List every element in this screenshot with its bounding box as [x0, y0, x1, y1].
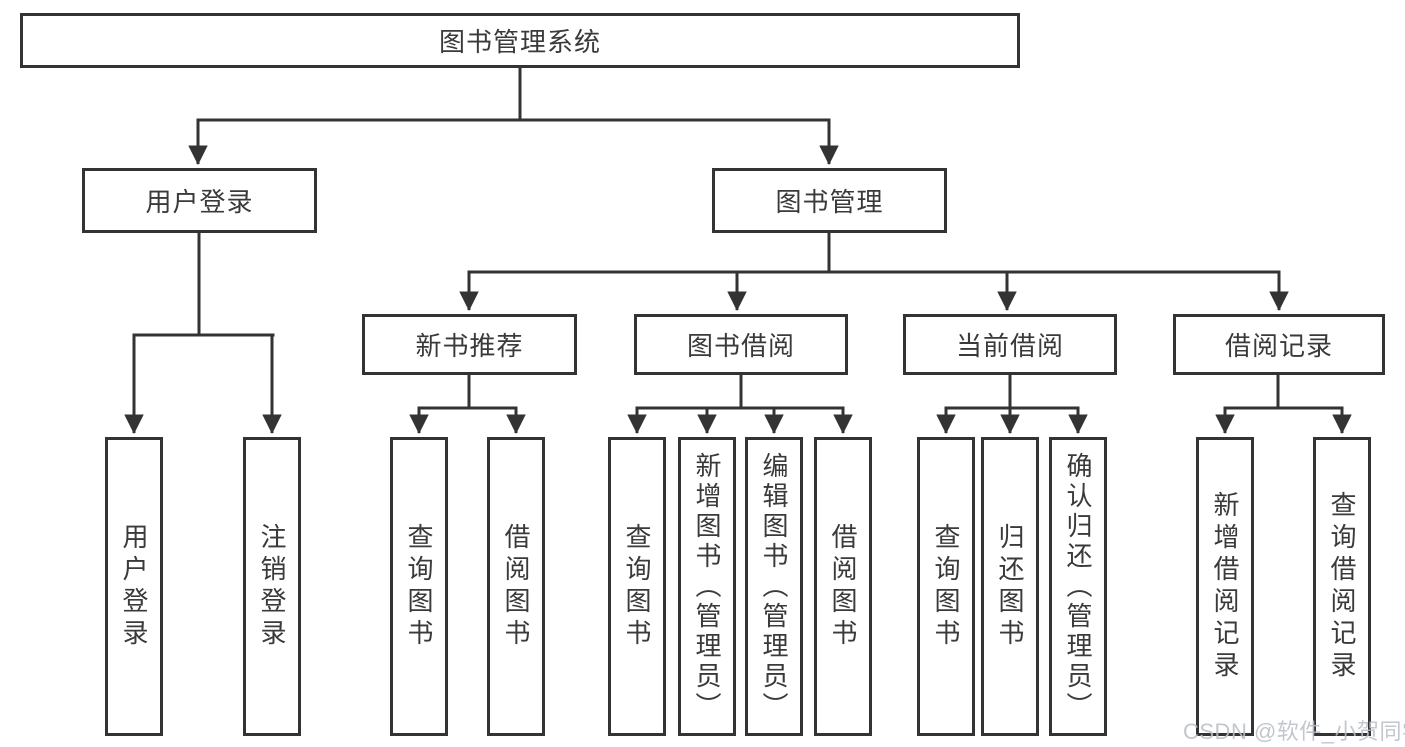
leaf-label: 新增借阅记录 [1210, 490, 1240, 683]
node-book-management: 图书管理 [712, 168, 947, 233]
leaf-label: 新增图书（管理员） [692, 451, 722, 722]
leaf-query-book-1: 查询图书 [390, 437, 448, 736]
leaf-add-book-admin: 新增图书（管理员） [678, 437, 736, 736]
leaf-borrow-book-2: 借阅图书 [814, 437, 872, 736]
leaf-user-login: 用户登录 [105, 437, 163, 736]
node-root-system: 图书管理系统 [20, 13, 1020, 68]
leaf-borrow-book-1: 借阅图书 [487, 437, 545, 736]
leaf-label: 借阅图书 [828, 522, 858, 651]
leaf-label: 查询图书 [931, 522, 961, 651]
leaf-label: 确认归还（管理员） [1063, 451, 1093, 722]
leaf-label: 查询借阅记录 [1327, 490, 1357, 683]
leaf-label: 查询图书 [404, 522, 434, 651]
leaf-edit-book-admin: 编辑图书（管理员） [745, 437, 803, 736]
leaf-logout: 注销登录 [243, 437, 301, 736]
node-book-borrow: 图书借阅 [634, 314, 848, 375]
node-current-borrow: 当前借阅 [903, 314, 1117, 375]
leaf-confirm-return-admin: 确认归还（管理员） [1049, 437, 1107, 736]
node-user-login: 用户登录 [82, 168, 317, 233]
leaf-query-book-3: 查询图书 [917, 437, 975, 736]
node-borrow-records: 借阅记录 [1173, 314, 1385, 375]
leaf-add-borrow-record: 新增借阅记录 [1196, 437, 1254, 736]
leaf-label: 查询图书 [622, 522, 652, 651]
leaf-return-book: 归还图书 [981, 437, 1039, 736]
leaf-label: 借阅图书 [501, 522, 531, 651]
leaf-label: 编辑图书（管理员） [759, 451, 789, 722]
leaf-label: 归还图书 [995, 522, 1025, 651]
csdn-watermark: CSDN @软件_小贺同学 [1183, 719, 1405, 744]
leaf-query-borrow-record: 查询借阅记录 [1313, 437, 1371, 736]
node-new-book-recommend: 新书推荐 [362, 314, 577, 375]
leaf-query-book-2: 查询图书 [608, 437, 666, 736]
leaf-label: 用户登录 [119, 522, 149, 651]
leaf-label: 注销登录 [257, 522, 287, 651]
